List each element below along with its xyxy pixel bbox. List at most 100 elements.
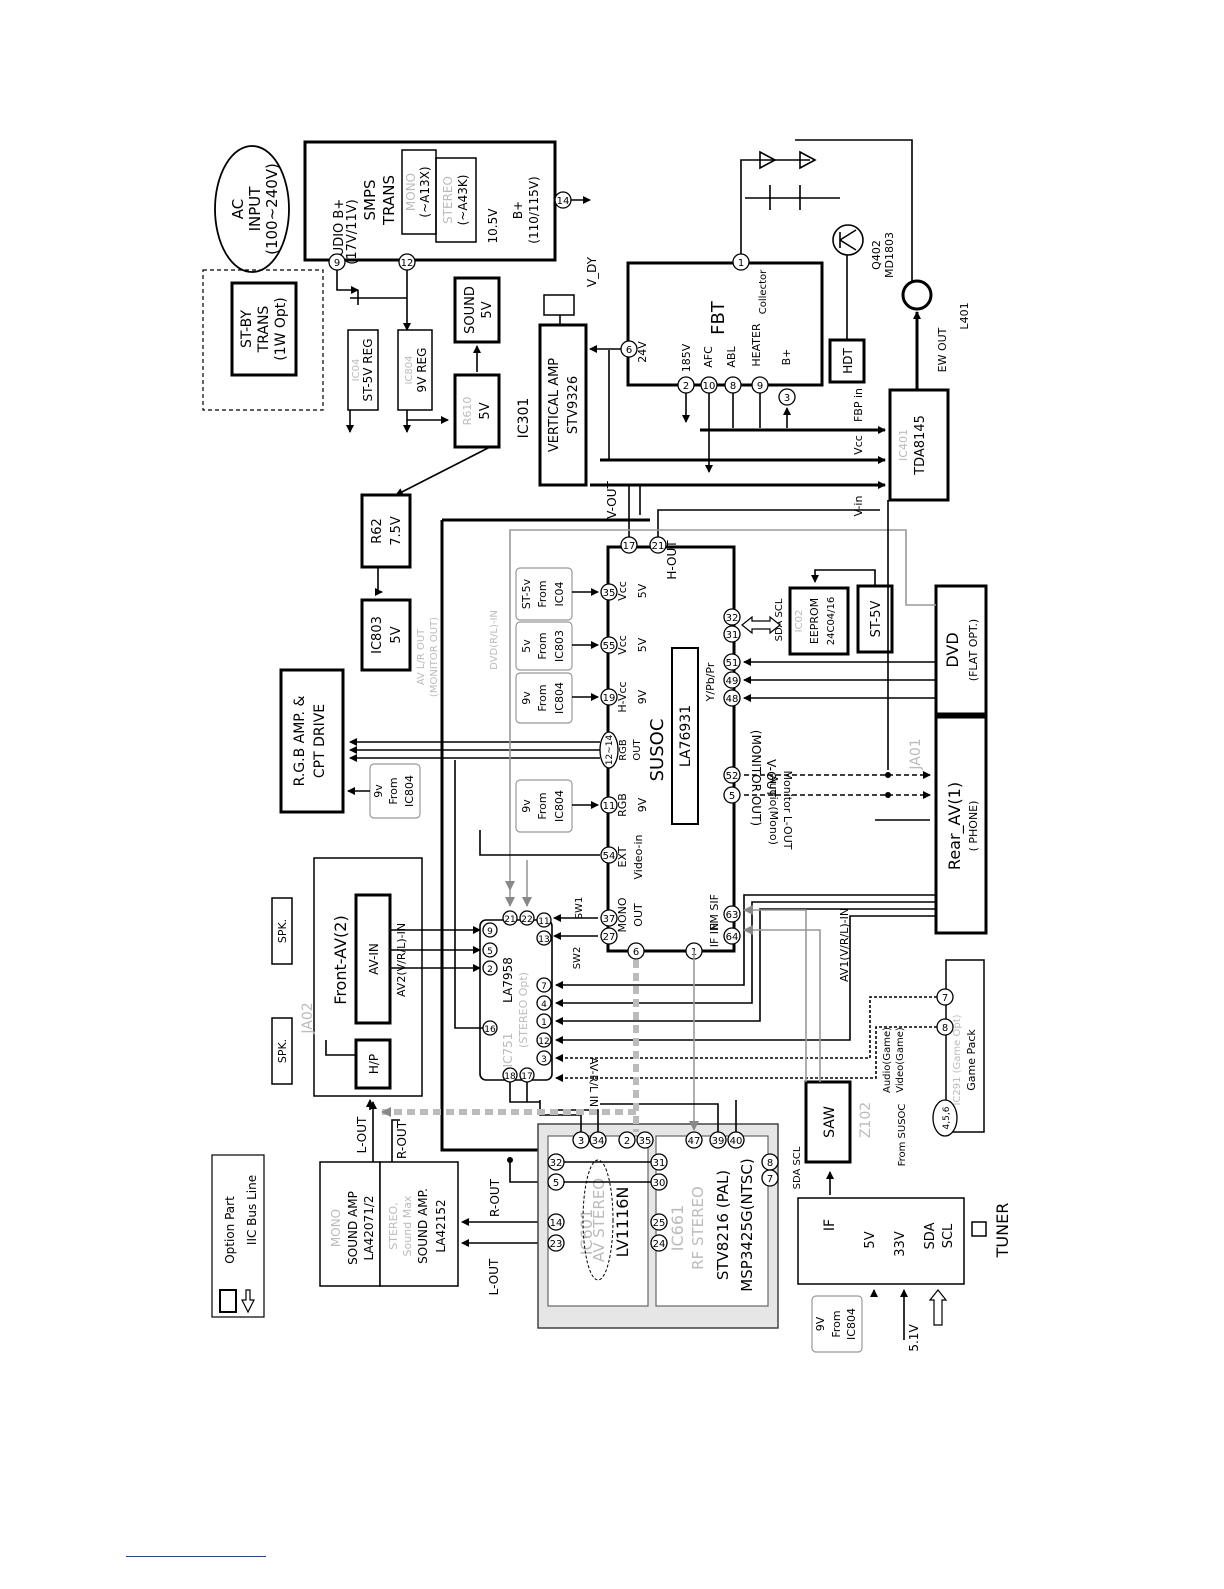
l401-coil: L401	[901, 279, 971, 330]
svg-text:SW1: SW1	[574, 897, 585, 920]
svg-text:(MONITOR OUT): (MONITOR OUT)	[429, 617, 440, 697]
svg-text:From: From	[536, 632, 549, 659]
legend: Option Part IIC Bus Line	[211, 1154, 265, 1318]
svg-text:Video-in: Video-in	[632, 834, 645, 879]
svg-text:47: 47	[688, 1136, 701, 1147]
svg-text:MD1803: MD1803	[883, 232, 896, 278]
av-lr-out-label: AV L/R OUT (MONITOR OUT)	[416, 617, 440, 697]
svg-text:64: 64	[726, 932, 739, 943]
saw-filter: SAW	[804, 1080, 852, 1164]
vdy-label: V_DY	[585, 256, 599, 287]
svg-text:31: 31	[726, 630, 739, 641]
from-5v-box: 5v From IC803	[515, 621, 573, 671]
svg-text:ST-5v: ST-5v	[520, 578, 533, 609]
ic02-eeprom: IC02 EEPROM 24C04/16	[788, 586, 850, 656]
svg-text:9v: 9v	[520, 799, 533, 813]
dvd-rl-in-label: DVD(R/L)-IN	[489, 610, 500, 670]
svg-text:Collector: Collector	[758, 269, 769, 314]
svg-text:40: 40	[730, 1136, 743, 1147]
svg-text:2: 2	[683, 381, 689, 392]
svg-text:SPK.: SPK.	[276, 919, 289, 943]
svg-text:LA42071/2: LA42071/2	[362, 1195, 376, 1260]
svg-text:L401: L401	[958, 302, 971, 329]
svg-text:R610: R610	[461, 397, 474, 426]
svg-text:Option Part: Option Part	[223, 1196, 237, 1264]
svg-text:(17V/11V): (17V/11V)	[345, 199, 360, 264]
svg-text:9V: 9V	[636, 689, 649, 704]
svg-text:17: 17	[521, 1072, 532, 1082]
svg-text:18: 18	[504, 1072, 516, 1082]
svg-text:From: From	[536, 684, 549, 711]
sound-amp-mono: MONO SOUND AMP LA42071/2	[319, 1161, 381, 1287]
svg-text:SOUND AMP.: SOUND AMP.	[416, 1188, 430, 1264]
svg-text:LA42152: LA42152	[434, 1199, 448, 1252]
ic301-vertical-amp: VERTICAL AMP STV9326	[538, 323, 588, 487]
ic804-reg: IC804 9V REG	[397, 329, 433, 411]
svg-text:AUDIO B+: AUDIO B+	[332, 199, 347, 265]
svg-text:Sound Max: Sound Max	[401, 1195, 414, 1256]
svg-text:SDA: SDA	[923, 1222, 938, 1249]
svg-text:185V: 185V	[680, 343, 693, 372]
svg-text:6: 6	[626, 345, 632, 356]
svg-text:RGB: RGB	[616, 793, 629, 817]
svg-text:33V: 33V	[893, 1231, 908, 1257]
svg-text:5V: 5V	[478, 402, 493, 419]
svg-text:MONO: MONO	[616, 897, 629, 932]
svg-text:9V: 9V	[814, 1316, 827, 1331]
svg-text:25: 25	[653, 1218, 666, 1229]
svg-text:IC804: IC804	[845, 1308, 858, 1340]
svg-text:STEREO: STEREO	[441, 176, 455, 224]
svg-text:ST-BY: ST-BY	[239, 310, 255, 349]
svg-text:9: 9	[487, 927, 493, 937]
ic601-lv1116n: IC601 AV STEREO LV1116N	[577, 1159, 632, 1281]
svg-text:SUSOC: SUSOC	[647, 719, 668, 782]
svg-text:5v: 5v	[520, 639, 533, 653]
ic751-la7958: IC751 LA7958 (STEREO Opt) SW1 SW2	[479, 897, 585, 1081]
svg-text:Y/Pb/Pr: Y/Pb/Pr	[704, 662, 717, 702]
l-out-label: L-OUT	[487, 1258, 501, 1295]
stby-trans: ST-BY TRANS (1W Opt)	[230, 281, 298, 377]
svg-text:STEREO,: STEREO,	[387, 1202, 400, 1249]
svg-text:LV1116N: LV1116N	[613, 1187, 632, 1258]
av1-label: AV1(V/R/L)-IN	[838, 908, 851, 982]
svg-text:19: 19	[603, 693, 616, 704]
smps-pins: 9 12 14	[328, 191, 572, 271]
front-av-block: Front-AV(2) AV-IN H/P AV2(V/R/L)-IN	[313, 857, 423, 1097]
svg-text:MONO: MONO	[404, 173, 418, 211]
svg-text:(110/115V): (110/115V)	[527, 176, 541, 243]
svg-text:AV L/R OUT: AV L/R OUT	[416, 628, 427, 685]
vout-monitor: V-OUT (MONITOR OUT)	[749, 730, 778, 826]
ic291-pins: 7 8 4,5,6	[932, 988, 958, 1137]
svg-text:12~14: 12~14	[605, 735, 615, 766]
hout-label: H-OUT	[665, 540, 679, 580]
ew-out-label: EW OUT	[936, 327, 949, 372]
svg-text:22: 22	[521, 915, 532, 925]
svg-text:B+: B+	[780, 349, 793, 366]
svg-text:LA7958: LA7958	[501, 957, 515, 1003]
svg-text:24C04/16: 24C04/16	[826, 597, 837, 646]
svg-text:B+: B+	[511, 201, 525, 219]
svg-text:Video(Game): Video(Game)	[895, 1027, 906, 1093]
r610: R610 5V	[453, 373, 501, 449]
from-st5v-box: ST-5v From IC04	[515, 567, 573, 621]
svg-text:63: 63	[726, 910, 739, 921]
hdt: HDT	[828, 338, 866, 384]
svg-text:5: 5	[729, 791, 735, 802]
svg-text:(MONITOR OUT): (MONITOR OUT)	[749, 730, 763, 826]
svg-text:Game Pack: Game Pack	[965, 1029, 978, 1091]
svg-text:14: 14	[550, 1218, 563, 1229]
svg-text:31: 31	[653, 1158, 666, 1169]
svg-text:OUT: OUT	[632, 903, 645, 927]
svg-text:AFC: AFC	[702, 346, 715, 368]
svg-text:FM SIF: FM SIF	[708, 894, 721, 930]
svg-text:STV9326: STV9326	[566, 376, 581, 434]
svg-text:From: From	[830, 1310, 843, 1337]
svg-text:5V: 5V	[389, 626, 404, 643]
svg-text:EEPROM: EEPROM	[808, 598, 821, 644]
tuner-51v: 5.1V	[907, 1324, 921, 1352]
tuner: IF 5V 33V SDA SCL TUNER	[797, 1197, 1012, 1285]
svg-text:Front-AV(2): Front-AV(2)	[331, 915, 350, 1004]
svg-text:IC803: IC803	[553, 630, 566, 662]
ac-input: AC INPUT (100~240V)	[214, 145, 290, 273]
